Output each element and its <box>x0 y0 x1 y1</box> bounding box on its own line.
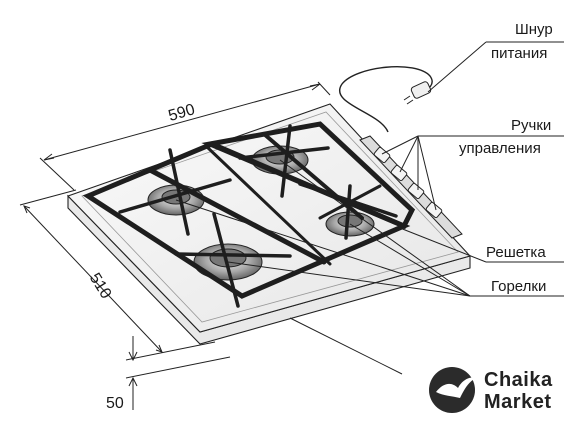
power-plug <box>403 81 432 105</box>
brand-name-line2: Market <box>484 391 551 413</box>
control-knob-4[interactable] <box>425 201 443 219</box>
brand-logo: Chaika Market <box>429 367 553 413</box>
seagull-icon <box>436 377 476 398</box>
dimension-height-label: 50 <box>106 395 124 412</box>
control-knobs <box>373 146 443 219</box>
label-grate: Решетка <box>486 244 546 261</box>
label-controls-line2: управления <box>459 140 541 157</box>
dimension-width <box>39 81 331 191</box>
dimension-height <box>125 336 231 410</box>
label-power-cord-line2: питания <box>491 45 547 62</box>
dimension-width-label: 590 <box>167 101 197 125</box>
control-knob-1[interactable] <box>373 146 391 164</box>
brand-name-line1: Chaika <box>484 369 553 391</box>
label-burners: Горелки <box>491 278 546 295</box>
power-cord <box>338 66 433 133</box>
label-power-cord-line1: Шнур <box>515 21 553 38</box>
control-knob-3[interactable] <box>407 182 425 200</box>
control-knob-2[interactable] <box>390 164 408 182</box>
grate <box>82 121 416 308</box>
dimension-depth <box>19 189 163 353</box>
leader-lines <box>175 41 564 375</box>
label-controls-line1: Ручки <box>511 117 551 134</box>
